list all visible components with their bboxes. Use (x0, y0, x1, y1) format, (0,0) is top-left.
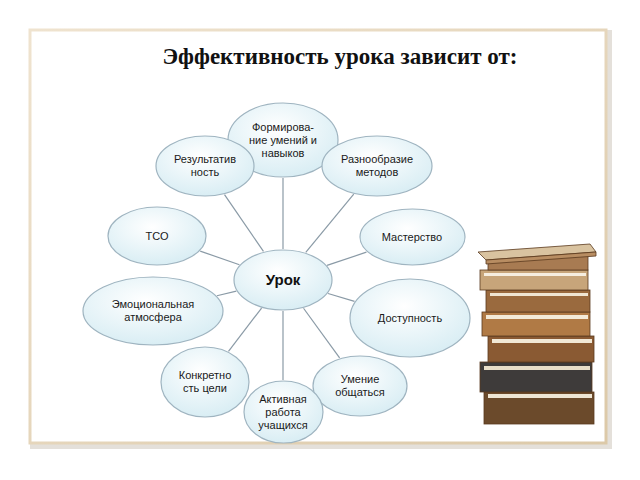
node-label: Урок (248, 271, 318, 289)
factor-ellipse: Активная работа учащихся (243, 380, 324, 444)
factor-ellipse: ТСО (107, 206, 207, 266)
node-label: Эмоциональная атмосфера (103, 298, 203, 324)
connector-line (304, 308, 340, 358)
connector-line (282, 178, 283, 249)
connector-line (327, 252, 366, 265)
factor-ellipse: Эмоциональная атмосфера (82, 276, 224, 346)
node-label: Разнообразие методов (337, 153, 417, 179)
factor-ellipse: Умение общаться (312, 355, 408, 417)
factor-ellipse: Доступность (349, 278, 471, 358)
connector-line (225, 195, 264, 252)
node-label: Конкретно сть цели (175, 369, 235, 395)
connector-line (328, 293, 354, 301)
factor-ellipse: Результатив ность (155, 135, 255, 197)
connector-line (306, 194, 354, 252)
slide-title: Эффективность урока зависит от: (60, 44, 620, 70)
factor-ellipse: Конкретно сть цели (160, 346, 250, 418)
connector-line (228, 308, 261, 351)
connector-line (217, 291, 236, 296)
factor-ellipse: Разнообразие методов (321, 135, 433, 197)
center-ellipse: Урок (233, 249, 333, 311)
node-label: ТСО (127, 230, 187, 243)
node-label: Доступность (370, 312, 450, 325)
node-label: Формирова- ние умений и навыков (245, 121, 321, 160)
node-label: Мастерство (374, 231, 450, 244)
factor-ellipse: Мастерство (359, 208, 466, 266)
node-label: Умение общаться (328, 373, 392, 399)
node-label: Активная работа учащихся (255, 393, 311, 432)
connector-line (200, 251, 239, 265)
node-label: Результатив ность (172, 153, 238, 179)
connector-line (282, 311, 283, 380)
